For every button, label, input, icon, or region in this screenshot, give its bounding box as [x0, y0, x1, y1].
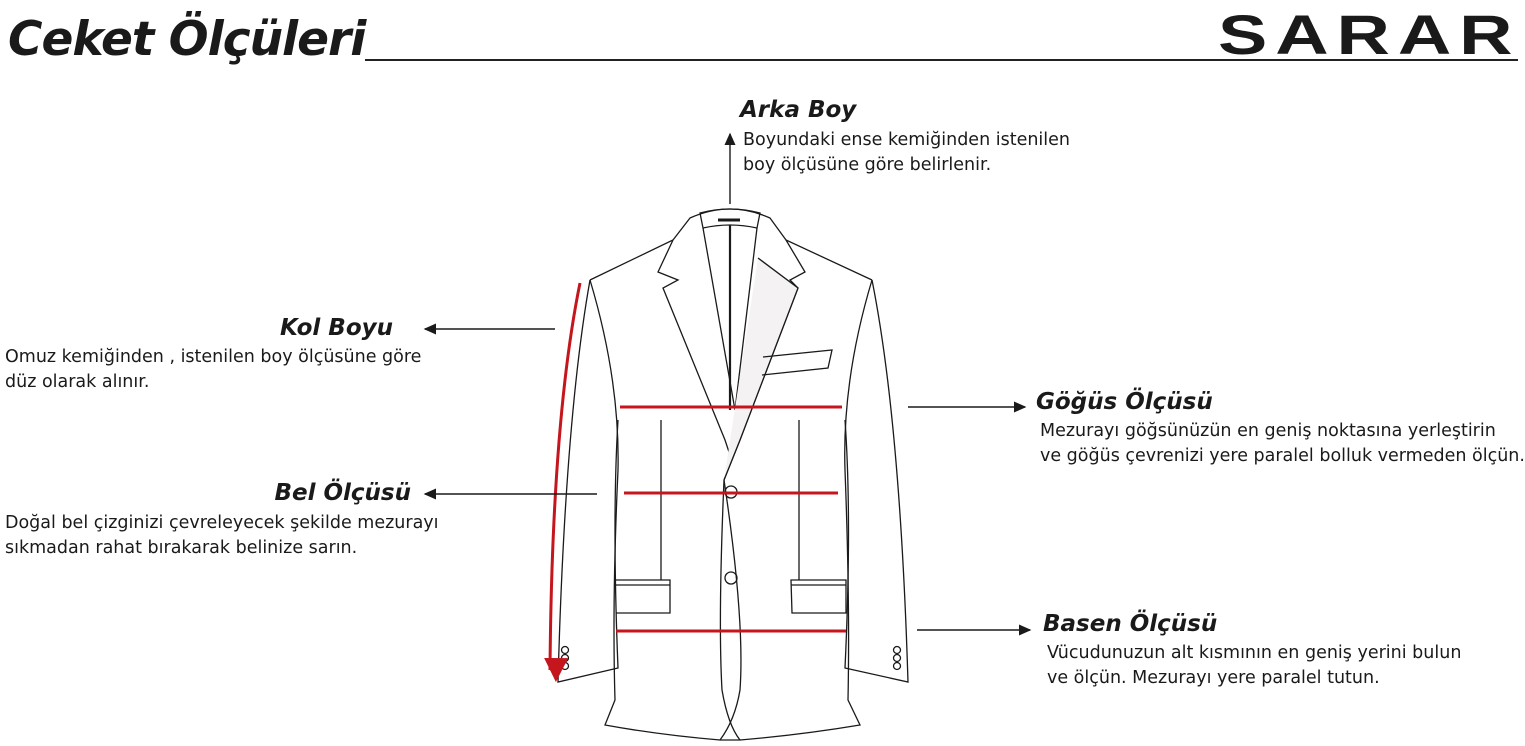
- title-divider: [365, 59, 1518, 61]
- description-line: Omuz kemiğinden , istenilen boy ölçüsüne…: [5, 347, 422, 367]
- jacket-outline: [557, 208, 909, 741]
- kol-boyu-description: Omuz kemiğinden , istenilen boy ölçüsüne…: [5, 345, 421, 395]
- arka-boy-description: Boyundaki ense kemiğinden istenilen boy …: [743, 128, 1070, 178]
- brand-logo: SARAR: [1218, 3, 1521, 66]
- gogus-description: Mezurayı göğsünüzün en geniş noktasına y…: [1040, 419, 1525, 469]
- kol-boyu-title: Kol Boyu: [280, 315, 393, 341]
- description-line: ve göğüs çevrenizi yere paralel bolluk v…: [1040, 446, 1525, 466]
- bel-description: Doğal bel çizginizi çevreleyecek şekilde…: [5, 511, 439, 561]
- description-line: düz olarak alınır.: [5, 372, 150, 392]
- page-title: Ceket Ölçüleri: [8, 12, 366, 67]
- arka-boy-title: Arka Boy: [740, 97, 857, 123]
- bel-title: Bel Ölçüsü: [274, 480, 411, 506]
- description-line: Doğal bel çizginizi çevreleyecek şekilde…: [5, 513, 439, 533]
- description-line: boy ölçüsüne göre belirlenir.: [743, 155, 992, 175]
- description-line: ve ölçün. Mezurayı yere paralel tutun.: [1047, 668, 1380, 688]
- description-line: Vücudunuzun alt kısmının en geniş yerini…: [1047, 643, 1462, 663]
- description-line: sıkmadan rahat bırakarak belinize sarın.: [5, 538, 358, 558]
- basen-description: Vücudunuzun alt kısmının en geniş yerini…: [1047, 641, 1461, 691]
- sleeve-measure-arrow: [544, 282, 582, 683]
- description-line: Mezurayı göğsünüzün en geniş noktasına y…: [1040, 421, 1496, 441]
- gogus-title: Göğüs Ölçüsü: [1036, 389, 1213, 415]
- description-line: Boyundaki ense kemiğinden istenilen: [743, 130, 1071, 150]
- basen-title: Basen Ölçüsü: [1043, 611, 1218, 637]
